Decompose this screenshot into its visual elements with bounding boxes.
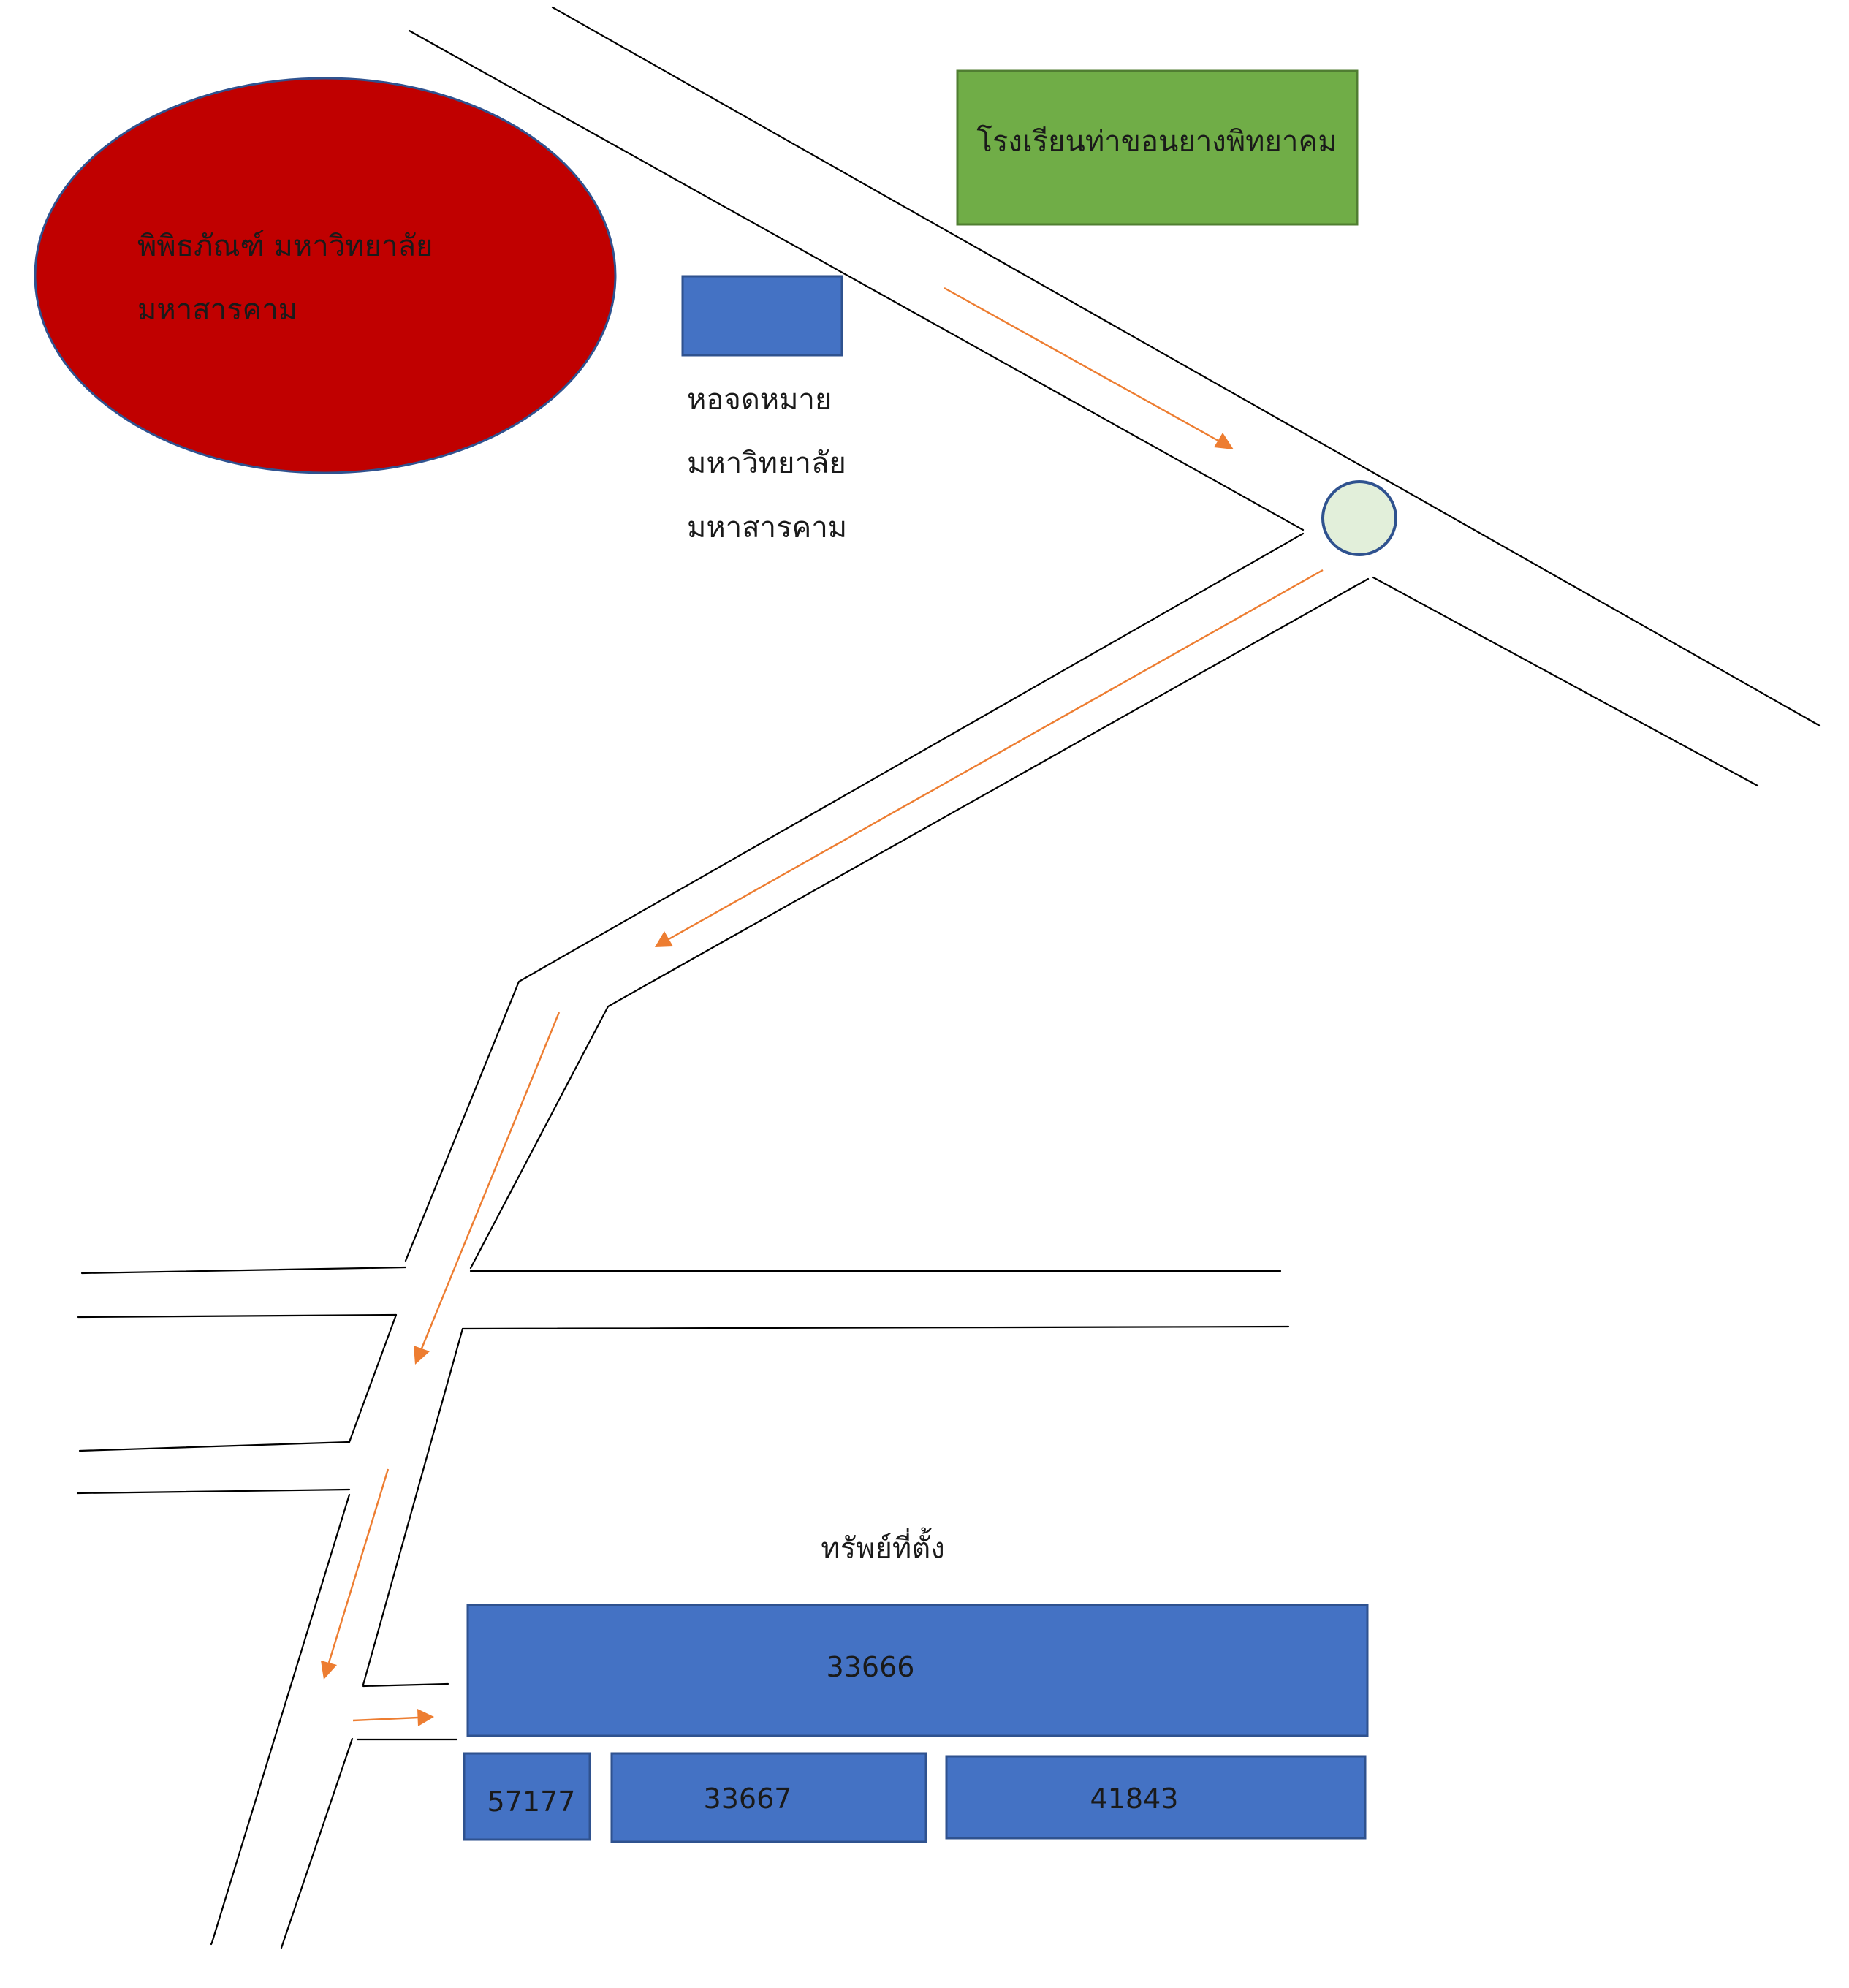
south-road-edge-east-2	[280, 1737, 354, 1949]
parcel-33667-label: 33667	[704, 1783, 792, 1815]
route-arrowhead-3	[414, 1346, 430, 1365]
dormitory-landmark: หอจดหมาย มหาวิทยาลัย มหาสารคาม	[681, 275, 847, 545]
route-arrow-3	[420, 1012, 561, 1349]
school-label: โรงเรียนท่าขอนยางพิทยาคม	[976, 125, 1337, 159]
dormitory-building	[681, 275, 843, 357]
cross-road-2-west-upper	[78, 1441, 351, 1452]
school-area	[956, 69, 1359, 226]
parcel-57177	[463, 1752, 591, 1841]
route-arrows	[321, 287, 1324, 1726]
museum-label-line-2: มหาสารคาม	[137, 293, 297, 327]
dormitory-label-line-3: มหาสารคาม	[687, 511, 847, 545]
main-road-edge-lower-west	[408, 29, 1305, 531]
parcel-57177-label: 57177	[487, 1786, 576, 1818]
parcel-41843	[945, 1755, 1367, 1840]
connector-road-edge-east	[469, 577, 1370, 1270]
route-arrow-1	[944, 287, 1219, 442]
property-site: ทรัพย์ที่ตั้ง 33666 57177 33667 41843	[463, 1527, 1369, 1843]
parcel-33666-label: 33666	[827, 1651, 915, 1683]
route-arrow-4	[327, 1468, 390, 1663]
route-arrow-2	[668, 569, 1324, 941]
museum-area	[34, 77, 617, 474]
south-road-edge-west-2	[210, 1493, 351, 1944]
school-landmark: โรงเรียนท่าขอนยางพิทยาคม	[956, 69, 1359, 226]
dormitory-label-line-2: มหาวิทยาลัย	[687, 447, 846, 480]
main-road-edge-upper	[551, 6, 1821, 727]
road-network	[76, 6, 1821, 1949]
route-arrowhead-2	[655, 931, 673, 947]
south-road-edge-west-3	[210, 1941, 213, 1946]
parcel-33666	[466, 1604, 1369, 1737]
main-road-edge-lower-east	[1372, 576, 1759, 787]
south-road-edge-east-1	[362, 1327, 464, 1686]
parcel-33667	[610, 1752, 927, 1843]
cross-road-1-west-upper	[80, 1266, 407, 1275]
museum-label-line-1: พิพิธภัณฑ์ มหาวิทยาลัย	[137, 229, 433, 263]
museum-landmark: พิพิธภัณฑ์ มหาวิทยาลัย มหาสารคาม	[34, 77, 617, 474]
roundabout	[1321, 480, 1397, 556]
route-arrow-5	[352, 1716, 419, 1722]
entry-lane-upper	[362, 1682, 449, 1688]
dormitory-label-line-1: หอจดหมาย	[687, 383, 832, 417]
south-road-edge-west-1	[348, 1313, 398, 1443]
cross-road-2-west-lower	[76, 1488, 351, 1495]
cross-road-1-west-lower	[77, 1313, 398, 1319]
route-arrowhead-4	[321, 1661, 337, 1680]
route-arrowhead-1	[1214, 433, 1234, 449]
property-title: ทรัพย์ที่ตั้ง	[821, 1527, 945, 1566]
cross-road-1-east-lower	[461, 1325, 1290, 1330]
route-arrowhead-5	[417, 1709, 434, 1726]
connector-road-edge-west	[404, 532, 1305, 1262]
parcel-41843-label: 41843	[1090, 1783, 1179, 1815]
